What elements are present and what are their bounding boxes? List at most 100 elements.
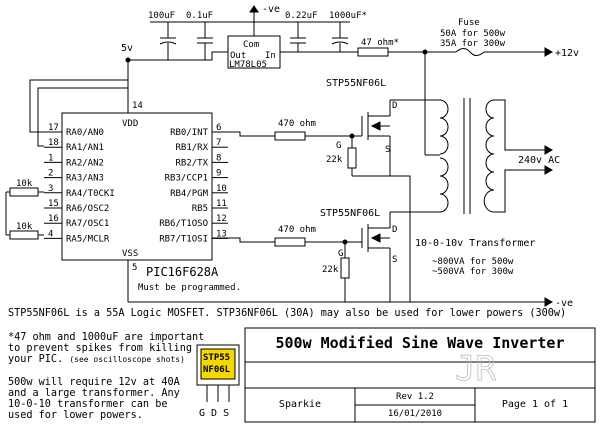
pic-right-pin-label: RB6/T1OSO — [159, 219, 208, 229]
title-block — [244, 327, 596, 423]
pic-right-pin-label: RB1/RX — [175, 143, 208, 153]
note-para2-line4: used for lower powers. — [8, 410, 143, 421]
gate-resistor-top — [274, 131, 306, 141]
pic-left-pin-num: 16 — [48, 214, 59, 224]
cap3-label: 0.22uF — [285, 11, 318, 21]
pic-right-pin-num: 12 — [216, 214, 227, 224]
gate-resistor-bottom — [274, 237, 306, 247]
pulldown-top — [347, 147, 357, 169]
neg-arrow-bottom — [544, 297, 554, 307]
va-300-label: ~500VA for 300w — [432, 267, 514, 277]
fuse-spec-300: 35A for 300w — [440, 39, 506, 49]
pic-left-pin-label: RA5/MCLR — [66, 234, 110, 244]
resistor-47ohm — [357, 47, 389, 57]
package-pins: G D S — [199, 408, 229, 419]
pic-right-pin-num: 7 — [216, 138, 221, 148]
gate-res-top-label: 470 ohm — [278, 119, 316, 129]
note-para1-line1: *47 ohm and 1000uF are important — [8, 332, 205, 343]
pic-right-pin-label: RB2/TX — [175, 158, 208, 168]
pic-right-pin-num: 6 — [216, 123, 221, 133]
note-para1-small: (see oscilloscope shots) — [69, 355, 185, 364]
pic-note: Must be programmed. — [138, 283, 241, 293]
pulldown-bottom — [340, 257, 350, 279]
pic-right-pin-num: 8 — [216, 153, 221, 163]
regulator-name: LM78L05 — [229, 60, 267, 70]
watermark: JR — [455, 349, 496, 389]
pic-right-pins: 6RB0/INT7RB1/RX8RB2/TX9RB3/CCP110RB4/PGM… — [159, 123, 228, 244]
pic-right-pin-label: RB0/INT — [170, 128, 209, 138]
pic-right-pin-label: RB5 — [192, 204, 208, 214]
pic-pin14: 14 — [132, 101, 143, 111]
mosfet-bottom-S: S — [392, 255, 397, 265]
package-line1: STP55 — [203, 353, 230, 363]
res-10k-2-label: 10k — [16, 222, 33, 232]
note-para2-line3: 10-0-10 transformer can be — [8, 399, 168, 410]
regulator-in-label: In — [265, 51, 276, 61]
pic-left-pin-num: 17 — [48, 123, 59, 133]
note-para2-line2: and a large transformer. Any — [8, 388, 180, 399]
neg-arrow-top — [249, 5, 259, 13]
neg-rail-top-label: -ve — [262, 4, 280, 15]
pic-right-pin-num: 9 — [216, 169, 221, 179]
ac-out-label: 240v AC — [518, 155, 560, 166]
pic-right-pin-label: RB7/T1OSI — [159, 234, 208, 244]
gate-bottom-G: G — [338, 249, 343, 259]
fuse-label: Fuse — [458, 18, 480, 28]
label-5v: 5v — [121, 43, 133, 54]
pic-left-pin-num: 2 — [48, 169, 53, 179]
pic-right-pin-num: 11 — [216, 199, 227, 209]
mosfet-package — [196, 344, 240, 402]
neg-rail-bottom-label: -ve — [555, 298, 573, 309]
pic-left-pin-label: RA3/AN3 — [66, 174, 104, 184]
res-10k-1-label: 10k — [16, 179, 33, 189]
transformer — [439, 98, 554, 214]
pic-left-pin-label: RA4/T0CKI — [66, 189, 115, 199]
va-500-label: ~800VA for 500w — [432, 257, 514, 267]
pic-name: PIC16F628A — [146, 265, 219, 279]
gate-res-bottom-label: 470 ohm — [278, 225, 316, 235]
title-block-rev: Rev 1.2 — [396, 392, 434, 402]
pic-pin5: 5 — [132, 263, 137, 273]
pic-left-pin-num: 1 — [48, 153, 53, 163]
note-para1-line3-wrap: your PIC. (see oscilloscope shots) — [8, 354, 185, 365]
transformer-label: 10-0-10v Transformer — [415, 238, 535, 249]
pic-right-pin-num: 10 — [216, 184, 227, 194]
junction-5v — [125, 57, 131, 63]
pic-left-pin-label: RA7/OSC1 — [66, 219, 109, 229]
note-para1-line2: to prevent spikes from killing — [8, 343, 193, 354]
fuse-symbol — [455, 48, 485, 56]
cap2-label: 0.1uF — [186, 11, 213, 21]
gate-top-G: G — [336, 141, 341, 151]
resistor-47ohm-label: 47 ohm* — [361, 38, 399, 48]
pic-left-pin-label: RA6/OSC2 — [66, 204, 109, 214]
cap1-label: 100uF — [148, 11, 175, 21]
mosfet-top-S: S — [385, 145, 390, 155]
pic-right-pin-num: 13 — [216, 229, 227, 239]
title-block-author: Sparkie — [278, 399, 322, 410]
pic-left-pin-label: RA0/AN0 — [66, 128, 104, 138]
pic-left-pin-num: 3 — [48, 184, 53, 194]
pic-right-pin-label: RB4/PGM — [170, 189, 209, 199]
pulldown-bottom-label: 22k — [322, 265, 339, 275]
cap4-label: 1000uF* — [329, 11, 367, 21]
pic-left-pin-label: RA2/AN2 — [66, 158, 104, 168]
resistor-10k-1 — [9, 187, 39, 197]
mosfet-bottom-D: D — [392, 225, 397, 235]
regulator-com-label: Com — [243, 40, 259, 50]
note-para2-line1: 500w will require 12v at 40A — [8, 377, 180, 388]
pulldown-top-label: 22k — [326, 155, 343, 165]
pic-left-pin-num: 4 — [48, 229, 53, 239]
regulator-out-label: Out — [230, 51, 246, 61]
title-block-page: Page 1 of 1 — [501, 399, 569, 410]
plus12-arrow — [544, 47, 554, 57]
resistor-10k-2 — [9, 230, 39, 240]
package-line2: NF06L — [203, 365, 231, 375]
pic-vss: VSS — [122, 249, 138, 259]
note-para1-line3: your PIC. — [8, 354, 64, 365]
mosfet-top-D: D — [392, 101, 397, 111]
wire-5v-rail — [127, 51, 228, 100]
title-block-title: 500w Modified Sine Wave Inverter — [275, 334, 565, 352]
plus12-label: +12v — [555, 48, 579, 59]
mosfet-top-label: STP55NF06L — [326, 78, 386, 89]
